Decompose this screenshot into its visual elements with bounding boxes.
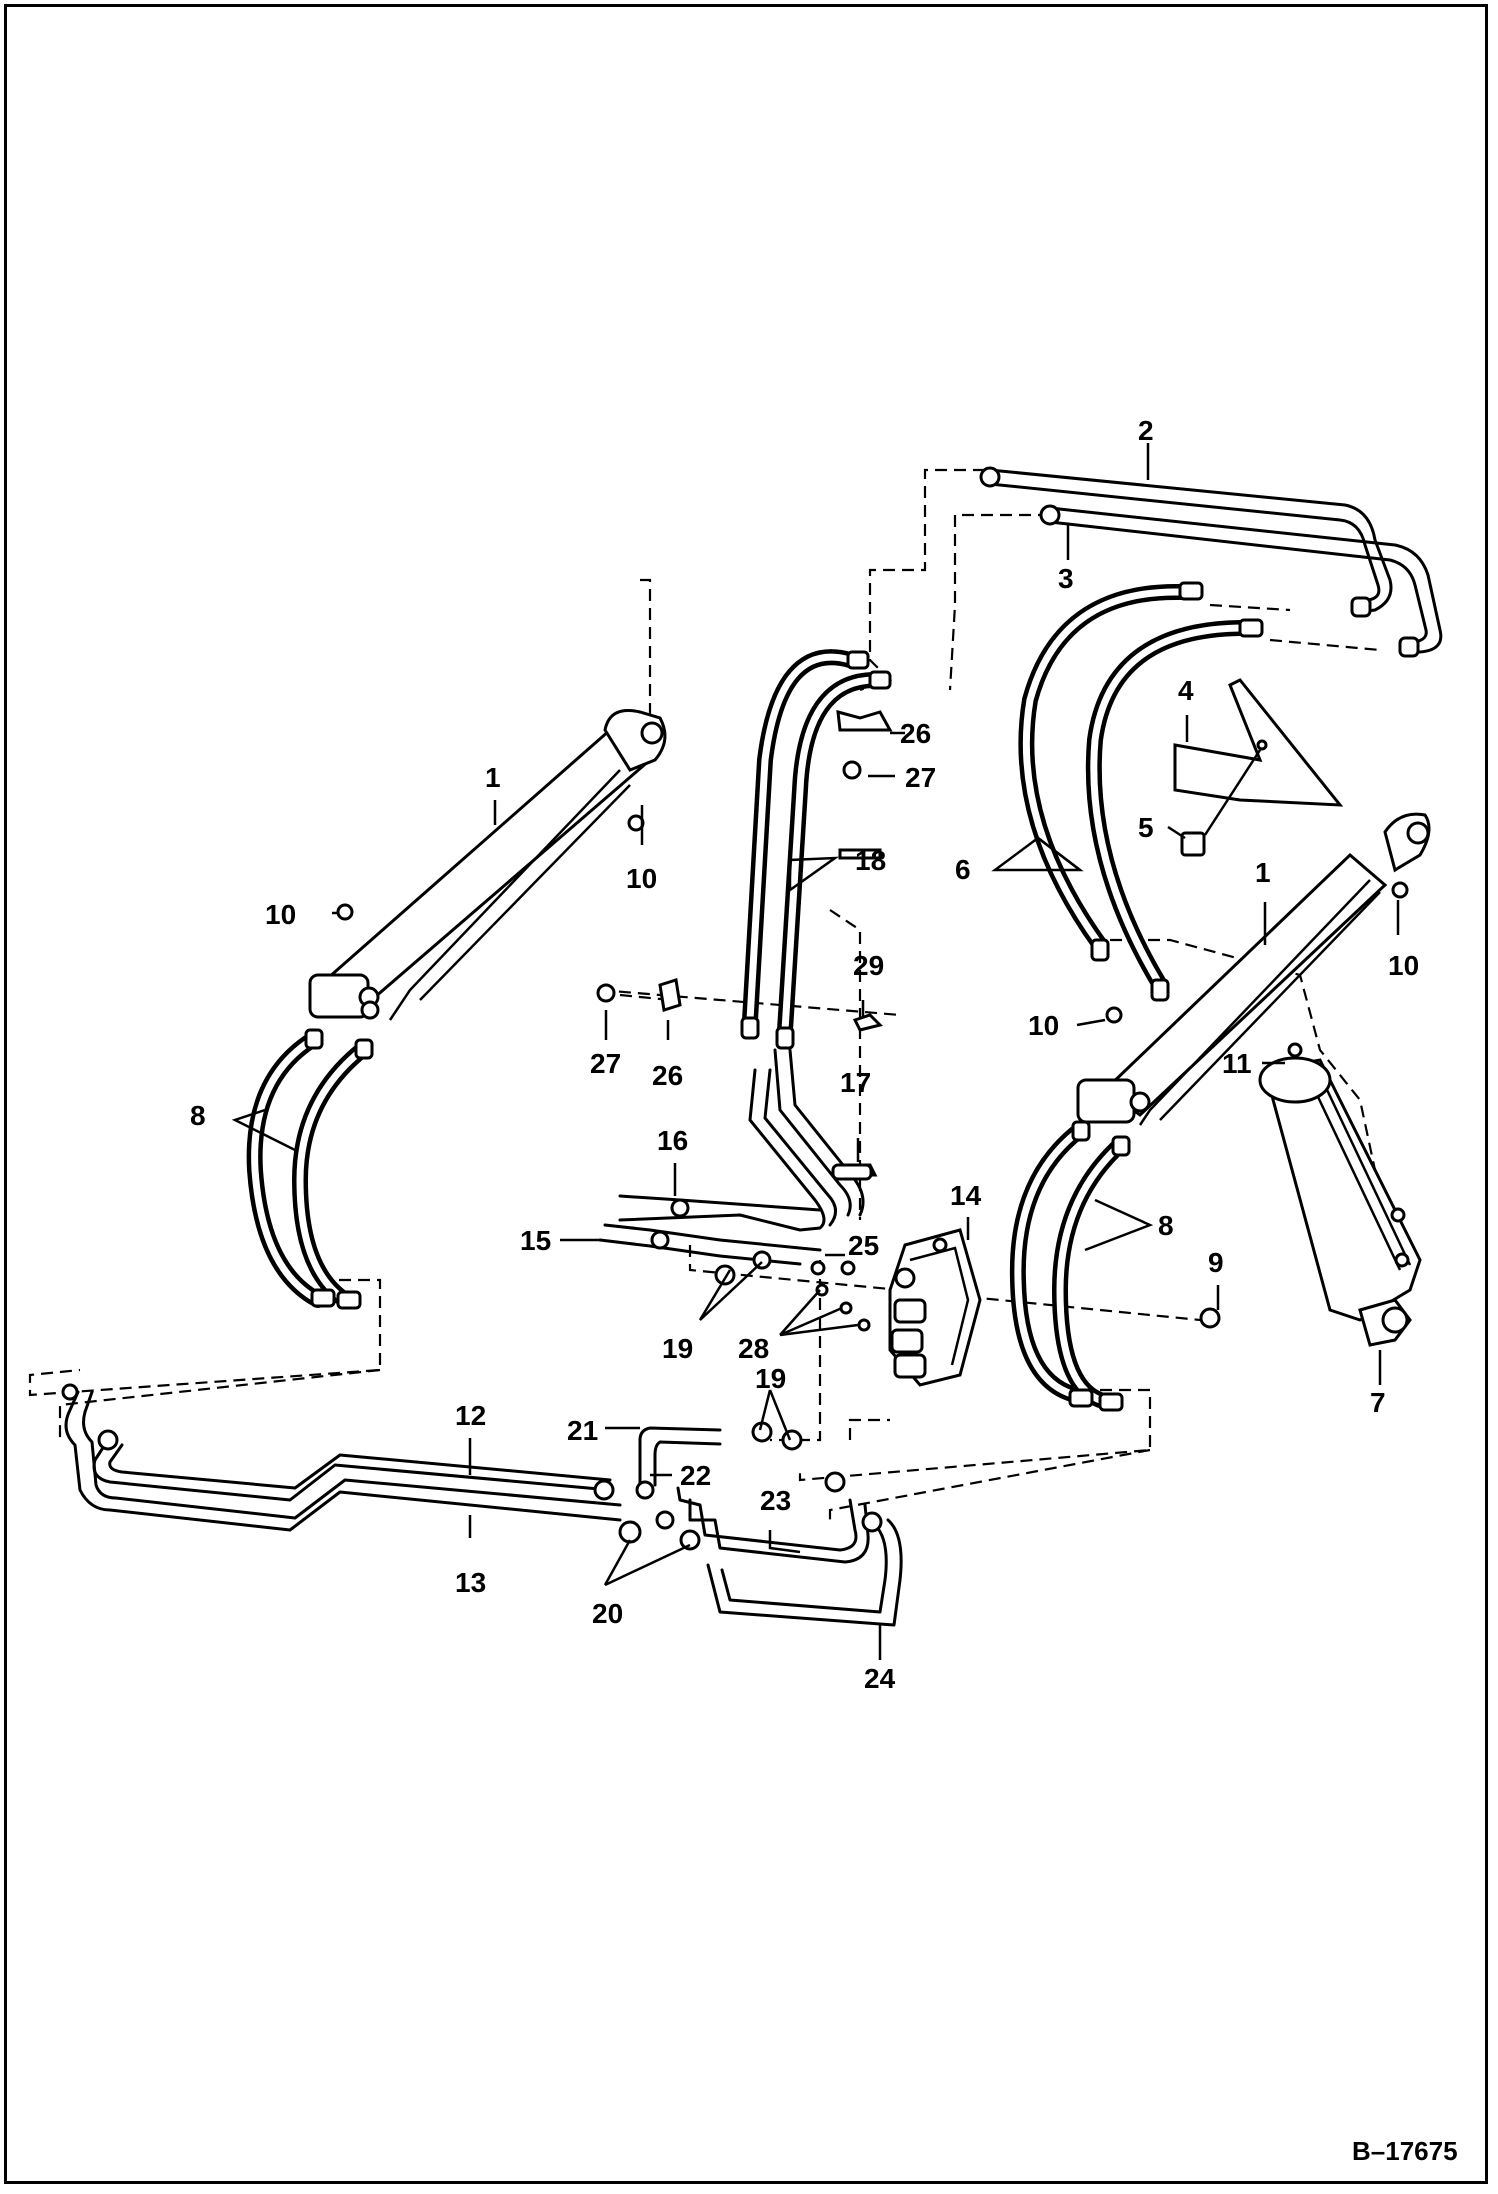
callout-13: 13 xyxy=(455,1567,486,1598)
fitting-icon xyxy=(831,1163,873,1181)
callout-18: 18 xyxy=(855,845,886,876)
drawing-border xyxy=(4,4,1488,2184)
callout-24: 24 xyxy=(864,1663,896,1694)
center-tubes-15-16-17 xyxy=(598,1048,873,1266)
fitting-icon xyxy=(868,670,892,690)
callout-17: 17 xyxy=(840,1067,871,1098)
callout-leaders xyxy=(231,443,1400,1660)
plate-4-bolt-5 xyxy=(1173,678,1344,857)
fitting-icon xyxy=(1150,978,1170,1002)
fitting-icon xyxy=(310,1288,336,1308)
clamp-and-bolt-hardware xyxy=(596,709,893,1177)
callout-7: 7 xyxy=(1370,1387,1386,1418)
callout-1-right: 1 xyxy=(1255,857,1271,888)
callout-21: 21 xyxy=(567,1415,598,1446)
callout-9: 9 xyxy=(1208,1247,1224,1278)
hose-pair-8-right xyxy=(1009,1120,1131,1412)
fitting-icon xyxy=(1178,581,1204,601)
fitting-icon xyxy=(1039,504,1061,526)
callout-6: 6 xyxy=(955,854,971,885)
callout-4: 4 xyxy=(1178,675,1194,706)
callout-10-right-upper: 10 xyxy=(1388,950,1419,981)
callout-12: 12 xyxy=(455,1400,486,1431)
hose-pair-6 xyxy=(1018,581,1264,1002)
callout-20: 20 xyxy=(592,1598,623,1629)
left-lift-cylinder-1 xyxy=(308,709,667,1021)
fitting-icon xyxy=(1238,618,1264,638)
callout-8-right: 8 xyxy=(1158,1210,1174,1241)
fitting-icon xyxy=(979,466,1001,488)
callout-2: 2 xyxy=(1138,415,1154,446)
drawing-reference-number: B–17675 xyxy=(1352,2136,1458,2166)
fitting-icon xyxy=(304,1028,324,1050)
long-tubes-12-13 xyxy=(61,1383,642,1544)
callout-29: 29 xyxy=(853,950,884,981)
callout-27-left: 27 xyxy=(590,1048,621,1079)
callout-19-right: 19 xyxy=(755,1363,786,1394)
callout-10-left-upper: 10 xyxy=(265,899,296,930)
fitting-icon xyxy=(740,1016,760,1040)
callout-10-right-lower: 10 xyxy=(1028,1010,1059,1041)
right-lift-cylinder-1 xyxy=(1076,812,1431,1126)
callout-27-top: 27 xyxy=(905,762,936,793)
fitting-icon xyxy=(336,1290,362,1310)
callout-5: 5 xyxy=(1138,812,1154,843)
callout-19-left: 19 xyxy=(662,1333,693,1364)
tilt-cylinder-7 xyxy=(1258,1042,1422,1347)
callout-22: 22 xyxy=(680,1460,711,1491)
fitting-icon xyxy=(775,1026,795,1050)
callout-1-left: 1 xyxy=(485,762,501,793)
fitting-icon xyxy=(1398,636,1420,658)
callout-labels: 2 3 4 5 6 26 27 18 1 10 10 1 10 10 29 27… xyxy=(190,415,1419,1694)
callout-26-top: 26 xyxy=(900,718,931,749)
fitting-icon xyxy=(1090,938,1110,962)
fitting-icon xyxy=(1071,1120,1091,1142)
callout-15: 15 xyxy=(520,1225,551,1256)
fitting-icon xyxy=(1068,1388,1094,1408)
control-valve-14 xyxy=(888,1228,982,1387)
callout-3: 3 xyxy=(1058,563,1074,594)
tube-assembly-2-3 xyxy=(979,466,1443,658)
callout-16: 16 xyxy=(657,1125,688,1156)
callout-25: 25 xyxy=(848,1230,879,1261)
callout-8-left: 8 xyxy=(190,1100,206,1131)
bolt-icon xyxy=(1180,831,1206,857)
fitting-icon xyxy=(1350,596,1372,618)
hose-pair-18 xyxy=(740,649,892,1050)
callout-28: 28 xyxy=(738,1333,769,1364)
hose-pair-8-left xyxy=(246,1028,374,1310)
callout-10-left-lower: 10 xyxy=(626,863,657,894)
fitting-icon xyxy=(1098,1392,1124,1412)
fitting-icon xyxy=(1111,1135,1131,1157)
callout-26-left: 26 xyxy=(652,1060,683,1091)
callout-23: 23 xyxy=(760,1485,791,1516)
callout-11: 11 xyxy=(1222,1048,1252,1079)
callout-14: 14 xyxy=(950,1180,982,1211)
lower-tubes-20-24 xyxy=(635,1426,903,1627)
fitting-icon xyxy=(354,1038,374,1060)
fitting-icon xyxy=(846,650,870,670)
